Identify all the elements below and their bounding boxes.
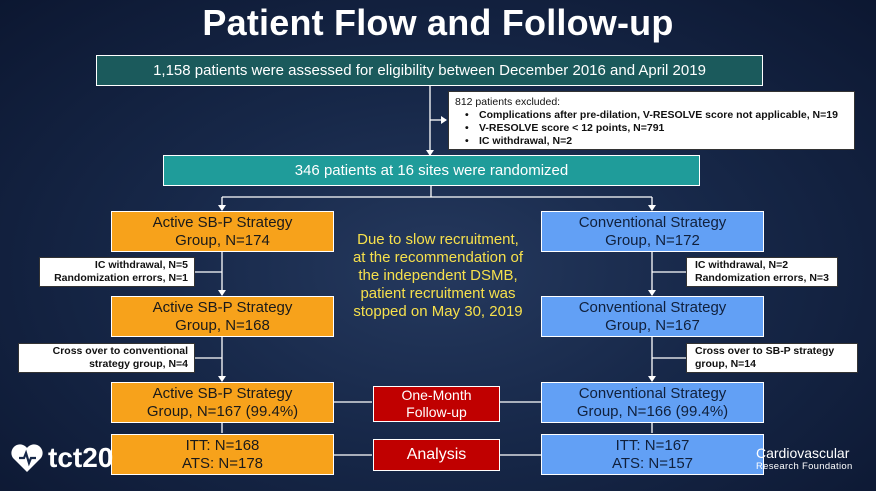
box-line: Group, N=166 (99.4%)	[576, 402, 729, 420]
note-line: patient recruitment was	[360, 285, 516, 302]
heart-icon	[11, 444, 43, 472]
tct-logo-text: tct20	[48, 442, 114, 473]
assessed-text: 1,158 patients were assessed for eligibi…	[153, 61, 706, 79]
box-line: ITT: N=168	[185, 436, 260, 454]
note-line: at the recommendation of	[352, 249, 524, 266]
assessed-box: 1,158 patients were assessed for eligibi…	[96, 55, 763, 86]
active-group-box-3: Active SB-P Strategy Group, N=167 (99.4%…	[111, 382, 334, 423]
randomized-box: 346 patients at 16 sites were randomized	[163, 155, 700, 186]
box-line: Conventional Strategy	[578, 384, 727, 402]
box-line: Active SB-P Strategy	[152, 384, 293, 402]
box-line: Active SB-P Strategy	[152, 298, 293, 316]
box-line: Follow-up	[406, 404, 467, 420]
note-line: strategy group, N=4	[89, 358, 188, 370]
box-line: Active SB-P Strategy	[152, 213, 293, 231]
box-line: Conventional Strategy	[578, 298, 727, 316]
conventional-dropout-note-1: IC withdrawal, N=2 Randomization errors,…	[686, 257, 838, 287]
active-dropout-note-1: IC withdrawal, N=5 Randomization errors,…	[39, 257, 195, 287]
analysis-label: Analysis	[406, 446, 467, 463]
crf-logo-line2: Research Foundation	[756, 461, 853, 472]
note-line: Randomization errors, N=3	[695, 272, 829, 284]
analysis-phase-box: Analysis	[373, 439, 500, 471]
conventional-crossover-note: Cross over to SB-P strategy group, N=14	[686, 343, 858, 373]
tct-logo: tct20	[10, 442, 113, 474]
excluded-box: 812 patients excluded: Complications aft…	[448, 91, 855, 150]
note-line: group, N=14	[695, 358, 756, 370]
conventional-group-box-2: Conventional Strategy Group, N=167	[541, 296, 764, 337]
box-line: Conventional Strategy	[578, 213, 727, 231]
excluded-item: V-RESOLVE score < 12 points, N=791	[465, 122, 848, 135]
crf-logo: Cardiovascular Research Foundation	[756, 446, 853, 474]
excluded-item: IC withdrawal, N=2	[465, 135, 848, 148]
active-crossover-note: Cross over to conventional strategy grou…	[18, 343, 195, 373]
box-line: ATS: N=157	[611, 454, 693, 472]
active-group-box-1: Active SB-P Strategy Group, N=174	[111, 211, 334, 252]
box-line: Group, N=172	[605, 231, 700, 249]
box-line: ATS: N=178	[181, 454, 263, 472]
randomized-text: 346 patients at 16 sites were randomized	[294, 161, 569, 179]
note-line: stopped on May 30, 2019	[353, 303, 523, 320]
note-line: the independent DSMB,	[358, 267, 518, 284]
note-line: IC withdrawal, N=2	[695, 259, 789, 271]
box-line: Group, N=167	[605, 316, 700, 334]
conventional-analysis-box: ITT: N=167 ATS: N=157	[541, 434, 764, 475]
followup-phase-box: One-Month Follow-up	[373, 386, 500, 422]
note-line: Randomization errors, N=1	[54, 272, 188, 284]
excluded-header: 812 patients excluded:	[455, 96, 561, 108]
note-line: Cross over to conventional	[52, 345, 188, 357]
note-line: Cross over to SB-P strategy	[695, 345, 835, 357]
crf-logo-line1: Cardiovascular	[756, 445, 850, 461]
note-line: Due to slow recruitment,	[357, 231, 519, 248]
active-group-box-2: Active SB-P Strategy Group, N=168	[111, 296, 334, 337]
conventional-group-box-3: Conventional Strategy Group, N=166 (99.4…	[541, 382, 764, 423]
page-title: Patient Flow and Follow-up	[202, 2, 674, 43]
box-line: Group, N=168	[175, 316, 270, 334]
conventional-group-box-1: Conventional Strategy Group, N=172	[541, 211, 764, 252]
recruitment-stop-note: Due to slow recruitment, at the recommen…	[340, 231, 536, 321]
excluded-item: Complications after pre-dilation, V-RESO…	[465, 109, 848, 122]
active-analysis-box: ITT: N=168 ATS: N=178	[111, 434, 334, 475]
box-line: Group, N=174	[175, 231, 270, 249]
box-line: One-Month	[401, 387, 472, 403]
box-line: ITT: N=167	[615, 436, 690, 454]
box-line: Group, N=167 (99.4%)	[146, 402, 299, 420]
note-line: IC withdrawal, N=5	[94, 259, 188, 271]
